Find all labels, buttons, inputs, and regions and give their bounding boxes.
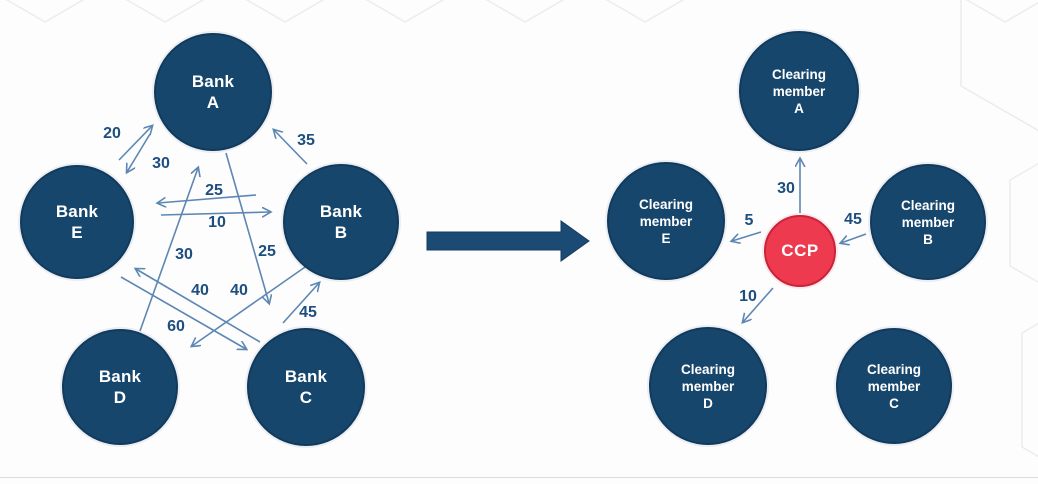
edge-c-to-e [136,269,261,343]
edge-label-ccp-to-e: 5 [744,212,754,229]
edge-label-e-to-b: 10 [208,214,226,231]
node-bank-c: Bank C [247,328,365,446]
edge-label-ccp-to-a: 30 [777,180,795,197]
node-label: Clearing [866,361,921,377]
node-label: member [772,83,826,99]
bottom-divider-line [0,477,1038,478]
node-label: member [681,378,735,394]
edge-label-a-to-e: 30 [152,155,170,172]
edge-b-to-e [158,194,257,203]
edge-label-b-to-e: 25 [205,182,223,199]
node-label: B [334,223,348,242]
edge-a-to-e [127,133,151,172]
node-bank-b: Bank B [283,164,399,280]
node-clearing-member-b: Clearing member B [870,164,986,280]
edge-label-b-to-a: 35 [297,132,315,149]
node-label: member [867,378,921,394]
node-label: D [703,395,713,411]
edge-label-ccp-to-d: 10 [739,288,757,305]
edge-b-to-ccp [841,233,867,243]
node-label: E [71,223,83,242]
edge-e-to-b [160,212,270,215]
edge-label-e-to-a: 20 [103,125,121,142]
node-label: D [113,388,127,407]
node-label: Clearing [771,66,826,82]
node-label: Clearing [638,196,693,212]
edge-label-d-to-a: 30 [175,246,193,263]
node-label: Bank [319,202,363,221]
node-label: Clearing [900,197,955,213]
ccp-label: CCP [781,241,819,260]
edge-b-to-d [192,264,309,346]
edge-b-to-a [274,130,308,165]
edge-label-c-to-e: 40 [191,282,209,299]
node-clearing-member-e: Clearing member E [607,162,725,280]
node-label: E [661,230,671,246]
node-label: Bank [191,72,235,91]
node-label: member [901,214,955,230]
edge-label-b-to-d: 40 [230,282,248,299]
node-clearing-member-d: Clearing member D [649,327,767,445]
edge-label-a-to-c: 25 [258,243,276,260]
node-label: A [206,93,220,112]
edge-label-b-to-ccp: 45 [844,211,862,228]
node-bank-d: Bank D [62,329,178,445]
node-label: Clearing [680,361,735,377]
edge-e-to-a [118,126,152,161]
edge-label-c-to-b: 45 [299,304,317,321]
edge-label-e-to-c: 60 [167,318,185,335]
node-label: Bank [284,367,328,386]
edge-e-to-c [120,276,246,349]
edge-d-to-a [139,168,198,332]
node-label: C [889,395,899,411]
edge-ccp-to-e [732,231,762,241]
node-label: A [794,100,804,116]
node-label: member [639,213,693,229]
node-bank-a: Bank A [154,33,272,151]
edge-ccp-to-d [743,287,774,322]
node-label: Bank [98,367,142,386]
edge-c-to-b [282,283,319,324]
node-bank-e: Bank E [20,165,134,279]
transform-right-arrow-icon [426,220,590,262]
node-clearing-member-a: Clearing member A [739,31,859,151]
node-ccp: CCP [764,215,836,287]
node-label: B [923,231,933,247]
edge-a-to-c [225,152,269,303]
node-label: C [299,388,313,407]
node-clearing-member-c: Clearing member C [836,328,952,444]
node-label: Bank [55,202,99,221]
